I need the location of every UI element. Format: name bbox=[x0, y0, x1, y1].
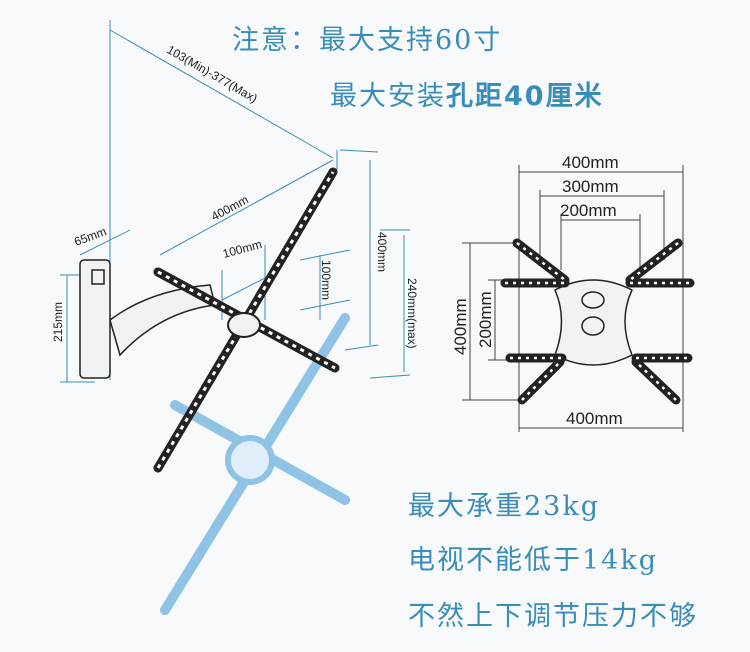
pressure-warning-note: 不然上下调节压力不够 bbox=[408, 601, 698, 632]
center-plate bbox=[227, 312, 261, 338]
hole-spacing-note-bold: 孔距40厘米 bbox=[446, 81, 604, 112]
max-load-note: 最大承重23kg bbox=[408, 491, 601, 522]
right-bracket bbox=[500, 238, 695, 405]
bottom-400-label: 400mm bbox=[566, 409, 623, 428]
hole-spacing-note: 最大安装孔距40厘米 bbox=[330, 74, 604, 113]
top-400-label: 400mm bbox=[562, 153, 619, 172]
max-size-note: 注意：最大支持60寸 bbox=[232, 25, 503, 56]
top-300-label: 300mm bbox=[562, 177, 619, 196]
left-dimension-lines bbox=[60, 20, 411, 383]
lowered-bracket-ghost bbox=[160, 313, 350, 615]
vertical-travel-label: 240mm(max) bbox=[405, 278, 419, 349]
top-200-label: 200mm bbox=[560, 201, 617, 220]
wall-arm bbox=[79, 259, 216, 379]
left-400-label: 400mm bbox=[451, 298, 470, 355]
plate-width-label: 400mm bbox=[209, 193, 251, 224]
hole-spacing-h-label: 100mm bbox=[221, 237, 263, 261]
hole-spacing-v-label: 100mm bbox=[319, 260, 333, 300]
hole-spacing-note-prefix: 最大安装 bbox=[330, 81, 446, 112]
wall-plate-height-label: 215mm bbox=[51, 302, 65, 342]
min-weight-note: 电视不能低于14kg bbox=[408, 545, 659, 576]
plate-height-label: 400mm bbox=[375, 232, 389, 272]
left-200-label: 200mm bbox=[476, 291, 495, 348]
wall-plate-depth-label: 65mm bbox=[72, 224, 108, 249]
